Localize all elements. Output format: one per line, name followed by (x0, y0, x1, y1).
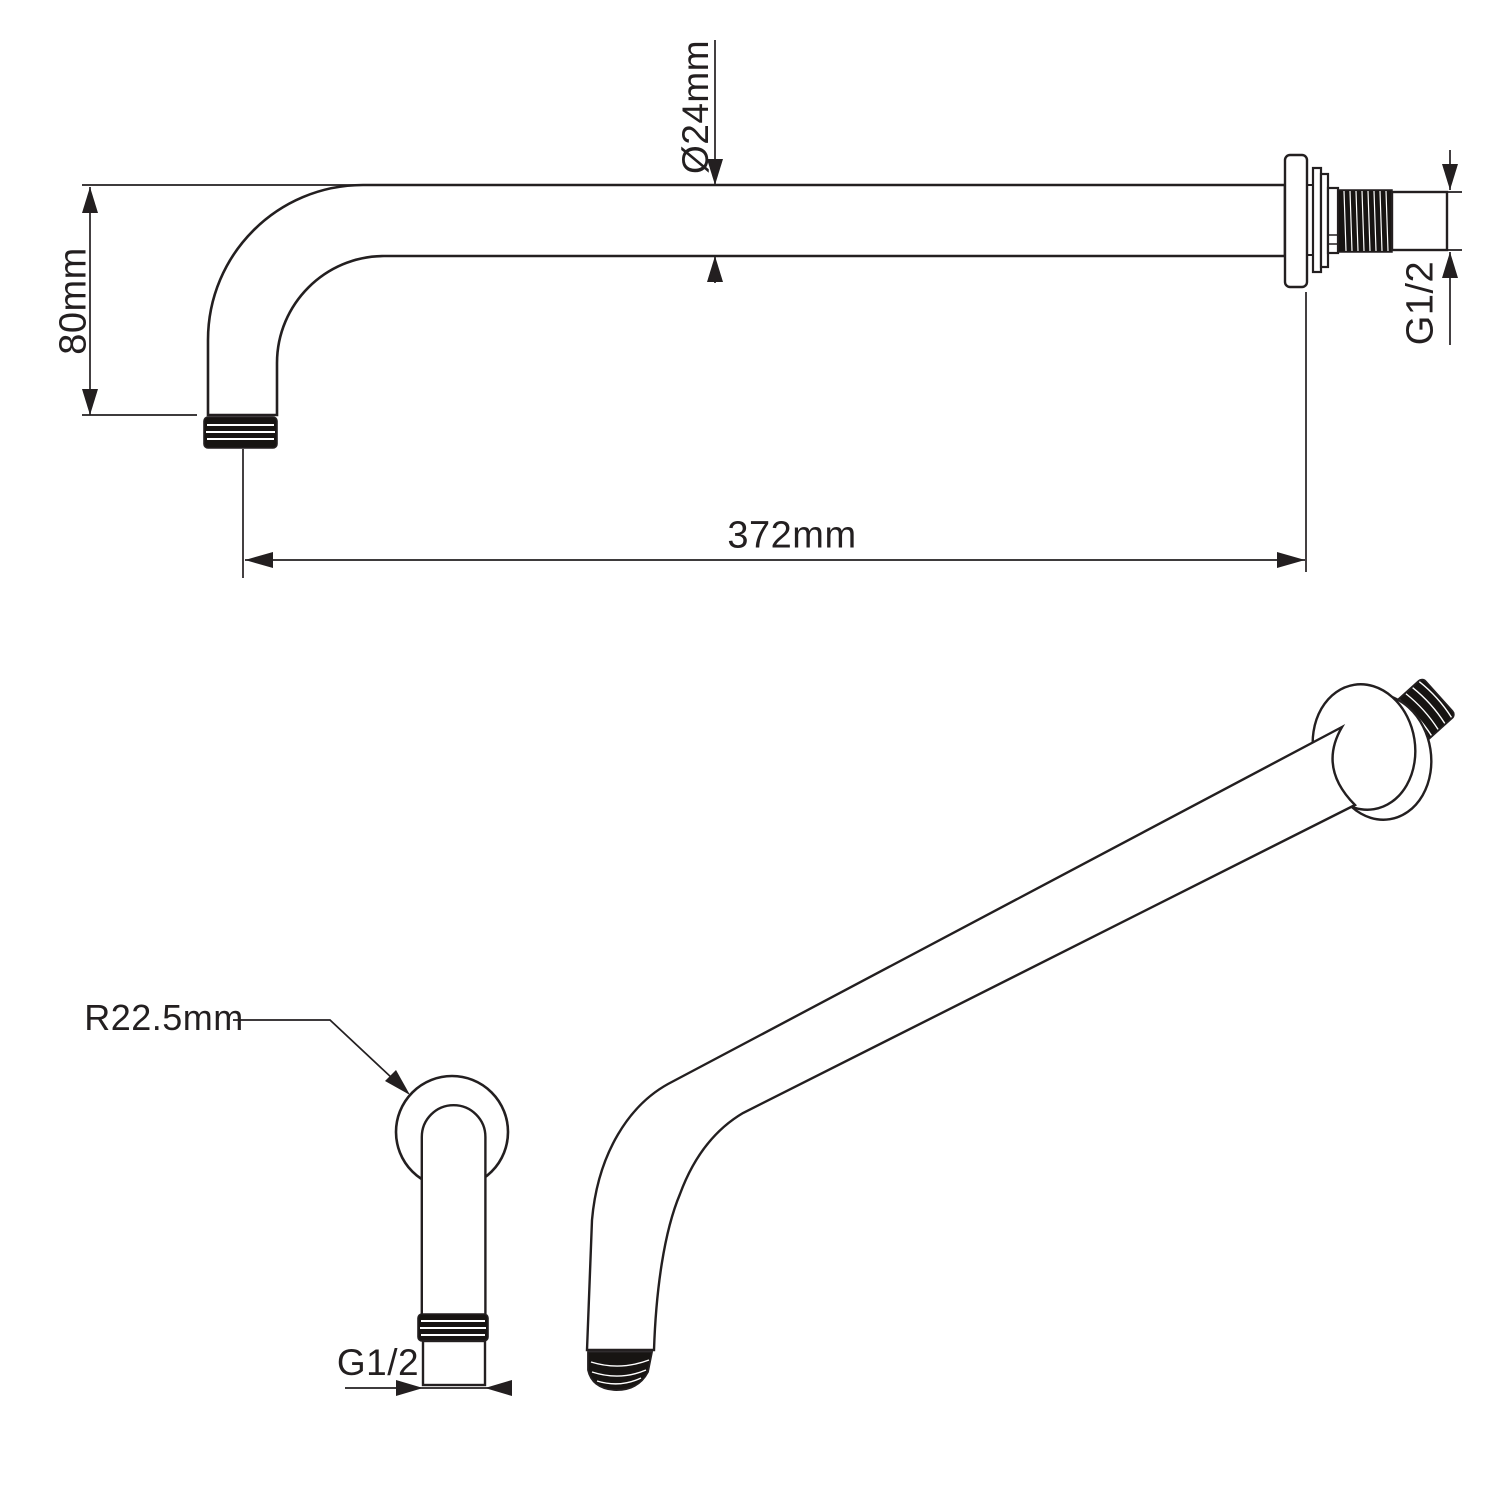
front-pipe-end (421, 1339, 487, 1387)
side-view (203, 153, 1449, 449)
dim-label-thread-side: G1/2 (1399, 260, 1442, 346)
side-wall-flange (1283, 153, 1309, 289)
dimension-arrowheads (82, 159, 1458, 1396)
front-view (394, 1074, 510, 1387)
dim-label-length: 372mm (727, 514, 857, 557)
dim-label-thread-front: G1/2 (336, 1342, 420, 1383)
dim-label-diameter: Ø24mm (675, 39, 716, 175)
side-locknut (1311, 166, 1340, 274)
front-thread (417, 1313, 489, 1342)
dim-label-height: 80mm (52, 247, 95, 355)
side-pipe-stub (1390, 190, 1449, 252)
side-wall-thread (1337, 189, 1393, 253)
persp-tip-thread (587, 1351, 654, 1391)
front-tube (420, 1104, 487, 1314)
side-pipe-outline (206, 183, 1287, 417)
persp-tube (585, 723, 1358, 1352)
dim-label-radius: R22.5mm (84, 997, 244, 1038)
side-bottom-thread (203, 416, 278, 449)
perspective-view (585, 678, 1455, 1391)
